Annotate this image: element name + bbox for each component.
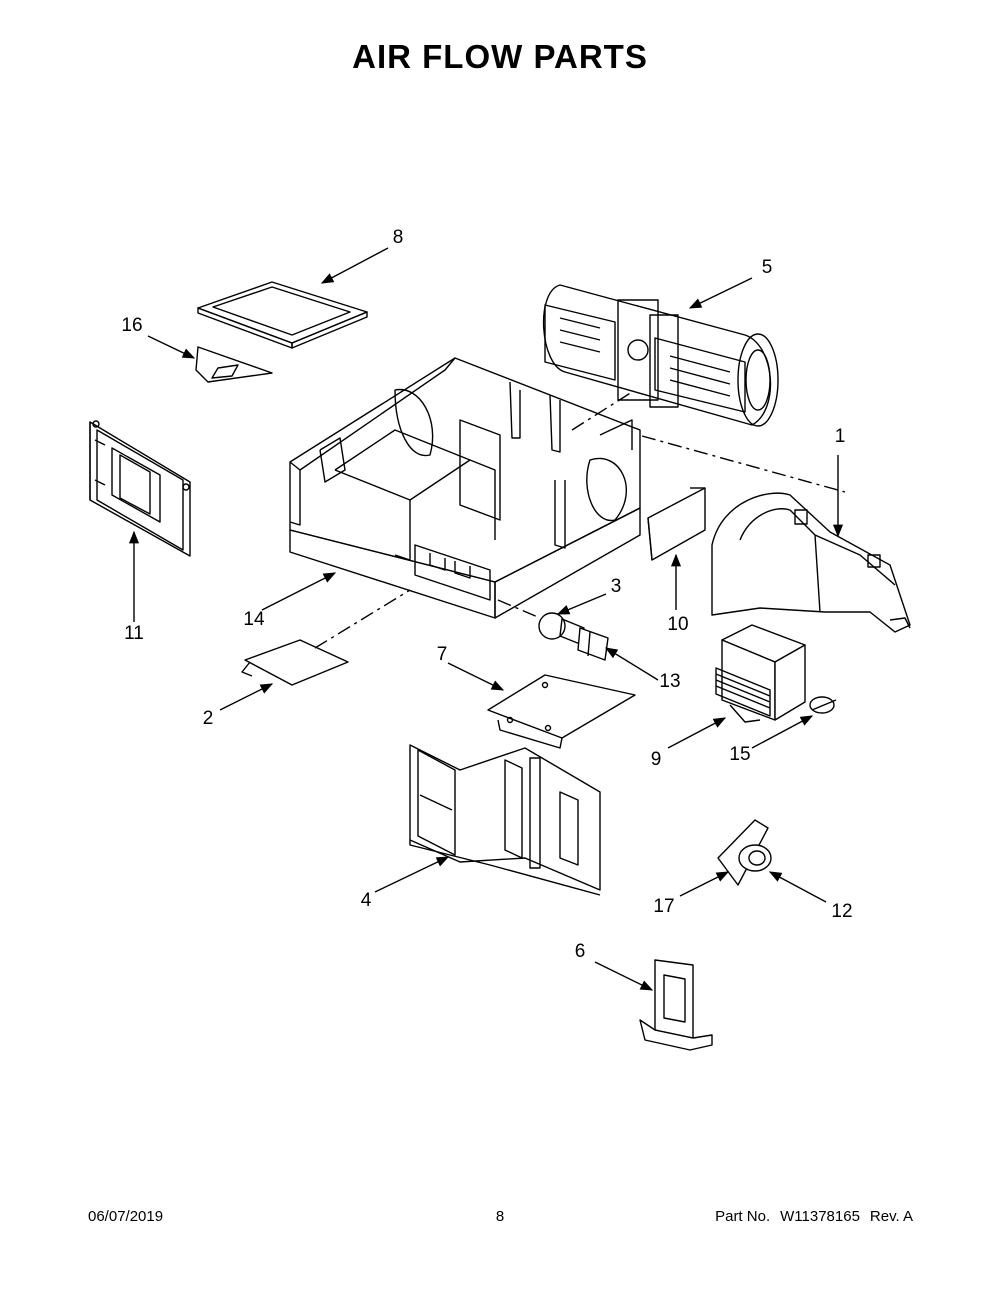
callout-16: 16 bbox=[121, 315, 143, 336]
callout-1: 1 bbox=[834, 426, 846, 447]
callout-13: 13 bbox=[659, 671, 681, 692]
page-title: AIR FLOW PARTS bbox=[352, 38, 648, 75]
part-5-blower bbox=[542, 284, 779, 427]
part-number-label: Part No. bbox=[715, 1208, 771, 1225]
part-12-fuse bbox=[738, 844, 772, 872]
callout-6: 6 bbox=[574, 941, 586, 962]
callout-14: 14 bbox=[243, 609, 265, 630]
part-10-baffle-plate bbox=[647, 487, 706, 561]
callout-17: 17 bbox=[653, 896, 675, 917]
callout-9: 9 bbox=[650, 749, 662, 770]
part-11-side-panel bbox=[89, 420, 191, 557]
part-15-thermal-cutout bbox=[809, 696, 837, 714]
callout-5: 5 bbox=[761, 257, 773, 278]
footer-part-info: Part No. W11378165 Rev. A bbox=[715, 1208, 913, 1225]
revision: Rev. A bbox=[869, 1208, 913, 1225]
callout-7: 7 bbox=[436, 644, 448, 665]
part-4-air-guide bbox=[409, 744, 601, 896]
part-7-shield-plate bbox=[487, 674, 636, 749]
alignment-lines bbox=[314, 391, 846, 649]
footer-date: 06/07/2019 bbox=[88, 1208, 164, 1225]
part-16-label bbox=[195, 346, 273, 383]
callout-11: 11 bbox=[124, 623, 144, 644]
callout-4: 4 bbox=[360, 890, 372, 911]
callout-15: 15 bbox=[729, 744, 751, 765]
part-3-lamp bbox=[538, 612, 585, 645]
callout-8: 8 bbox=[392, 227, 404, 248]
part-8-filter-frame bbox=[197, 281, 368, 349]
part-6-bracket bbox=[639, 959, 713, 1051]
footer-page-number: 8 bbox=[495, 1208, 505, 1225]
callout-2: 2 bbox=[202, 708, 214, 729]
part-1-exhaust-duct bbox=[711, 492, 911, 633]
callout-10: 10 bbox=[667, 614, 689, 635]
part-number: W11378165 bbox=[780, 1208, 860, 1225]
part-9-transformer bbox=[715, 624, 806, 723]
part-2-cover-plate bbox=[241, 639, 349, 686]
callout-12: 12 bbox=[831, 901, 853, 922]
callout-3: 3 bbox=[610, 576, 622, 597]
part-14-air-duct-base bbox=[289, 357, 641, 619]
part-13-lamp-socket bbox=[577, 627, 609, 661]
leader-arrows bbox=[128, 247, 844, 991]
